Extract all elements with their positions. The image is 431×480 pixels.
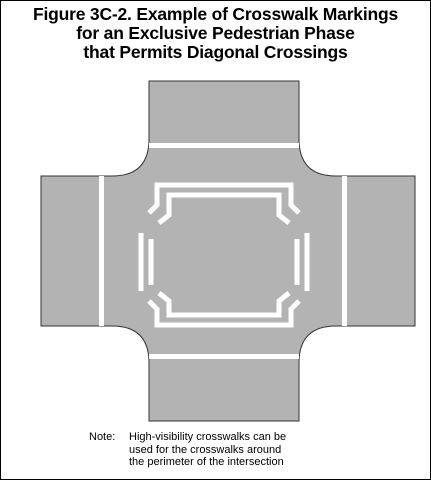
crosswalk-corner-bottom-left-inner xyxy=(157,291,191,318)
stop-line-south xyxy=(149,354,299,359)
note-line-3: the perimeter of the intersection xyxy=(129,456,284,468)
note-label: Note: xyxy=(89,431,116,443)
figure-title: Figure 3C-2. Example of Crosswalk Markin… xyxy=(1,5,430,62)
stop-line-west xyxy=(99,176,104,326)
crosswalk-corner-bottom-right xyxy=(267,299,301,328)
crosswalk-corner-top-right-inner xyxy=(253,192,291,225)
intersection-pavement xyxy=(40,80,416,422)
title-line-2: for an Exclusive Pedestrian Phase xyxy=(76,23,355,43)
crosswalk-corner-bottom-left xyxy=(147,299,177,328)
title-line-1: Figure 3C-2. Example of Crosswalk Markin… xyxy=(32,4,399,24)
crosswalk-corner-top-left xyxy=(147,182,177,215)
note-line-2: used for the crosswalks around xyxy=(129,443,282,456)
crosswalk-corner-top-right xyxy=(267,182,301,215)
stop-line-east xyxy=(342,176,347,326)
stop-line-north xyxy=(149,143,299,148)
crosswalk-corner-bottom-right-inner xyxy=(253,291,291,318)
title-line-3: that Permits Diagonal Crossings xyxy=(83,42,348,62)
crosswalk-corner-top-left-inner xyxy=(157,192,191,225)
note-line-1: High-visibility crosswalks can be xyxy=(129,431,287,443)
figure-note: Note: High-visibility crosswalks can be … xyxy=(89,431,409,469)
